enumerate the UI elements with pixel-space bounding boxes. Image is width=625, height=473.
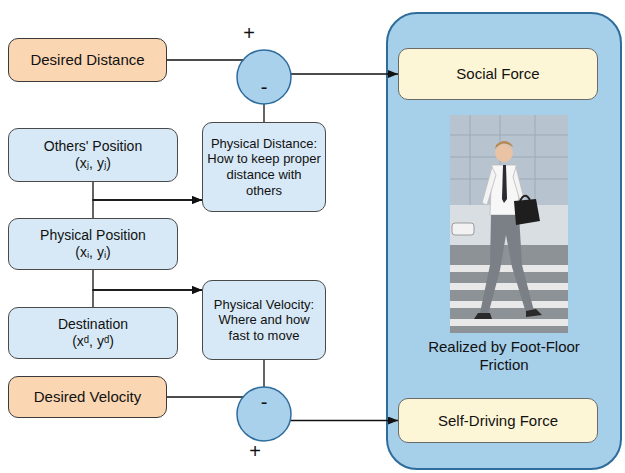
process-box: Physical Velocity:Where and how fast to … bbox=[202, 280, 326, 360]
signal-line bbox=[167, 59, 243, 60]
signal-line bbox=[167, 396, 243, 397]
box-title: Desired Velocity bbox=[34, 388, 142, 406]
box-title: Physical Velocity: bbox=[214, 297, 314, 313]
signal-line bbox=[290, 420, 398, 421]
signal-line bbox=[93, 200, 202, 218]
box-title: Physical Position bbox=[40, 227, 146, 244]
panel-caption: Realized by Foot-Floor Friction bbox=[424, 338, 584, 374]
sign-symbol: + bbox=[242, 23, 256, 43]
box-title: Others' Position bbox=[44, 138, 142, 155]
box-body: Where and how fast to move bbox=[207, 312, 321, 343]
force-box: Social Force bbox=[398, 48, 598, 100]
summing-junction: +- bbox=[236, 49, 292, 105]
sign-symbol: - bbox=[257, 77, 271, 97]
target-box: Desired Velocity bbox=[8, 376, 167, 418]
box-title: Desired Distance bbox=[30, 51, 144, 69]
force-panel: Realized by Foot-Floor Friction Social Fo… bbox=[386, 12, 622, 470]
force-box: Self-Driving Force bbox=[398, 398, 598, 443]
signal-line bbox=[93, 182, 202, 200]
box-title: Social Force bbox=[456, 65, 539, 83]
signal-line bbox=[263, 104, 264, 122]
signal-line bbox=[291, 73, 398, 74]
input-box: Destination(xᵈ, yᵈ) bbox=[8, 307, 178, 359]
box-body: (xⱼ, yⱼ) bbox=[75, 155, 111, 172]
input-box: Physical Position(xᵢ, yᵢ) bbox=[8, 218, 178, 270]
box-title: Physical Distance: bbox=[211, 136, 317, 152]
summing-junction: -+ bbox=[236, 386, 292, 442]
box-body: (xᵈ, yᵈ) bbox=[72, 333, 114, 350]
box-body: How to keep proper distance with others bbox=[207, 151, 321, 198]
sign-symbol: - bbox=[257, 392, 271, 412]
signal-line bbox=[93, 290, 202, 307]
process-box: Physical Distance:How to keep proper dis… bbox=[202, 122, 326, 212]
signal-line bbox=[263, 360, 264, 387]
input-box: Others' Position(xⱼ, yⱼ) bbox=[8, 128, 178, 182]
box-title: Destination bbox=[58, 316, 128, 333]
sign-symbol: + bbox=[248, 441, 262, 461]
pedestrian-photo bbox=[450, 115, 568, 333]
box-title: Self-Driving Force bbox=[438, 412, 558, 430]
box-body: (xᵢ, yᵢ) bbox=[75, 244, 111, 261]
target-box: Desired Distance bbox=[8, 38, 167, 82]
signal-line bbox=[93, 270, 202, 290]
